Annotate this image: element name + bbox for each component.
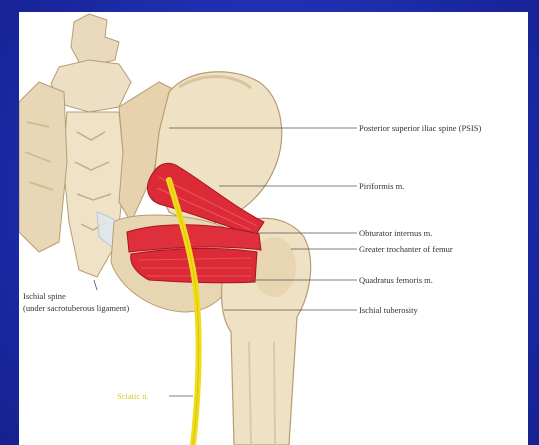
label-obturator-internus: Obturator internus m.: [359, 228, 432, 238]
label-greater-trochanter: Greater trochanter of femur: [359, 244, 453, 254]
label-ischial-spine-note: (under sacrotuberous ligament): [23, 303, 129, 313]
label-piriformis: Piriformis m.: [359, 181, 404, 191]
illustration-panel: Posterior superior iliac spine (PSIS) Pi…: [19, 12, 528, 445]
label-sciatic-nerve: Sciatic n.: [117, 391, 149, 401]
label-psis: Posterior superior iliac spine (PSIS): [359, 123, 481, 133]
label-ischial-spine: Ischial spine: [23, 291, 66, 301]
label-ischial-tuberosity: Ischial tuberosity: [359, 305, 418, 315]
hip-anatomy-illustration: [19, 12, 528, 445]
left-ilium: [19, 82, 67, 252]
label-quadratus-femoris: Quadratus femoris m.: [359, 275, 433, 285]
